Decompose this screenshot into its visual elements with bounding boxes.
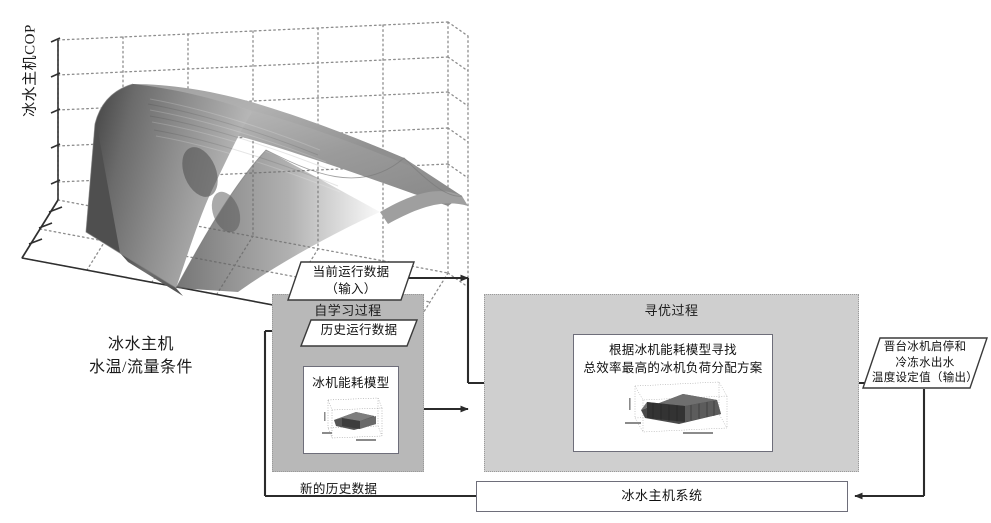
surface-mesh xyxy=(85,83,468,296)
node-output-line1: 晋台冰机启停和 xyxy=(883,341,967,353)
chart-x-axis-label-line2: 水温/流量条件 xyxy=(89,359,193,377)
parallelogram-shape xyxy=(300,319,418,347)
node-output: 晋台冰机启停和 冷冻水出水 温度设定值（输出） xyxy=(862,337,988,389)
plot-axis-left xyxy=(50,37,61,200)
node-chiller-system-label: 冰水主机系统 xyxy=(621,488,703,503)
chart-x-axis-label-line1: 冰水主机 xyxy=(107,336,174,353)
node-chiller-system: 冰水主机系统 xyxy=(476,481,848,512)
energy-model-thumbnail xyxy=(322,397,383,441)
optimizer-thumbnail xyxy=(625,381,728,434)
node-energy-model: 冰机能耗模型 xyxy=(303,366,399,454)
panel-self-learning-title: 自学习过程 xyxy=(314,303,382,318)
parallelogram-shape xyxy=(287,261,415,301)
parallelogram-shape xyxy=(862,337,988,389)
node-current-data-line1: 当前运行数据 xyxy=(312,265,390,279)
plot-axis-bottom-left xyxy=(21,199,63,259)
node-current-data-line2: （输入） xyxy=(325,281,377,296)
node-history-data-line1: 历史运行数据 xyxy=(320,323,398,337)
node-current-data: 当前运行数据 （输入） xyxy=(287,261,415,301)
label-new-history-data: 新的历史数据 xyxy=(300,482,378,496)
chart-x-axis-label: 冰水主机 水温/流量条件 xyxy=(36,333,246,379)
node-output-line3: 温度设定值（输出） xyxy=(871,372,979,385)
node-optimizer-line2: 总效率最高的冰机负荷分配方案 xyxy=(583,360,763,375)
panel-optimization-title: 寻优过程 xyxy=(644,303,699,318)
node-output-line2: 冷冻水出水 xyxy=(895,356,955,369)
node-optimizer: 根据冰机能耗模型寻找 总效率最高的冰机负荷分配方案 xyxy=(573,334,773,452)
node-optimizer-line1: 根据冰机能耗模型寻找 xyxy=(608,343,737,357)
node-energy-model-title: 冰机能耗模型 xyxy=(312,376,390,390)
node-optimizer-title: 根据冰机能耗模型寻找 总效率最高的冰机负荷分配方案 xyxy=(574,342,772,377)
surface-plot-chart: 冰水主机COP xyxy=(0,0,470,330)
node-history-data: 历史运行数据 xyxy=(300,319,418,347)
